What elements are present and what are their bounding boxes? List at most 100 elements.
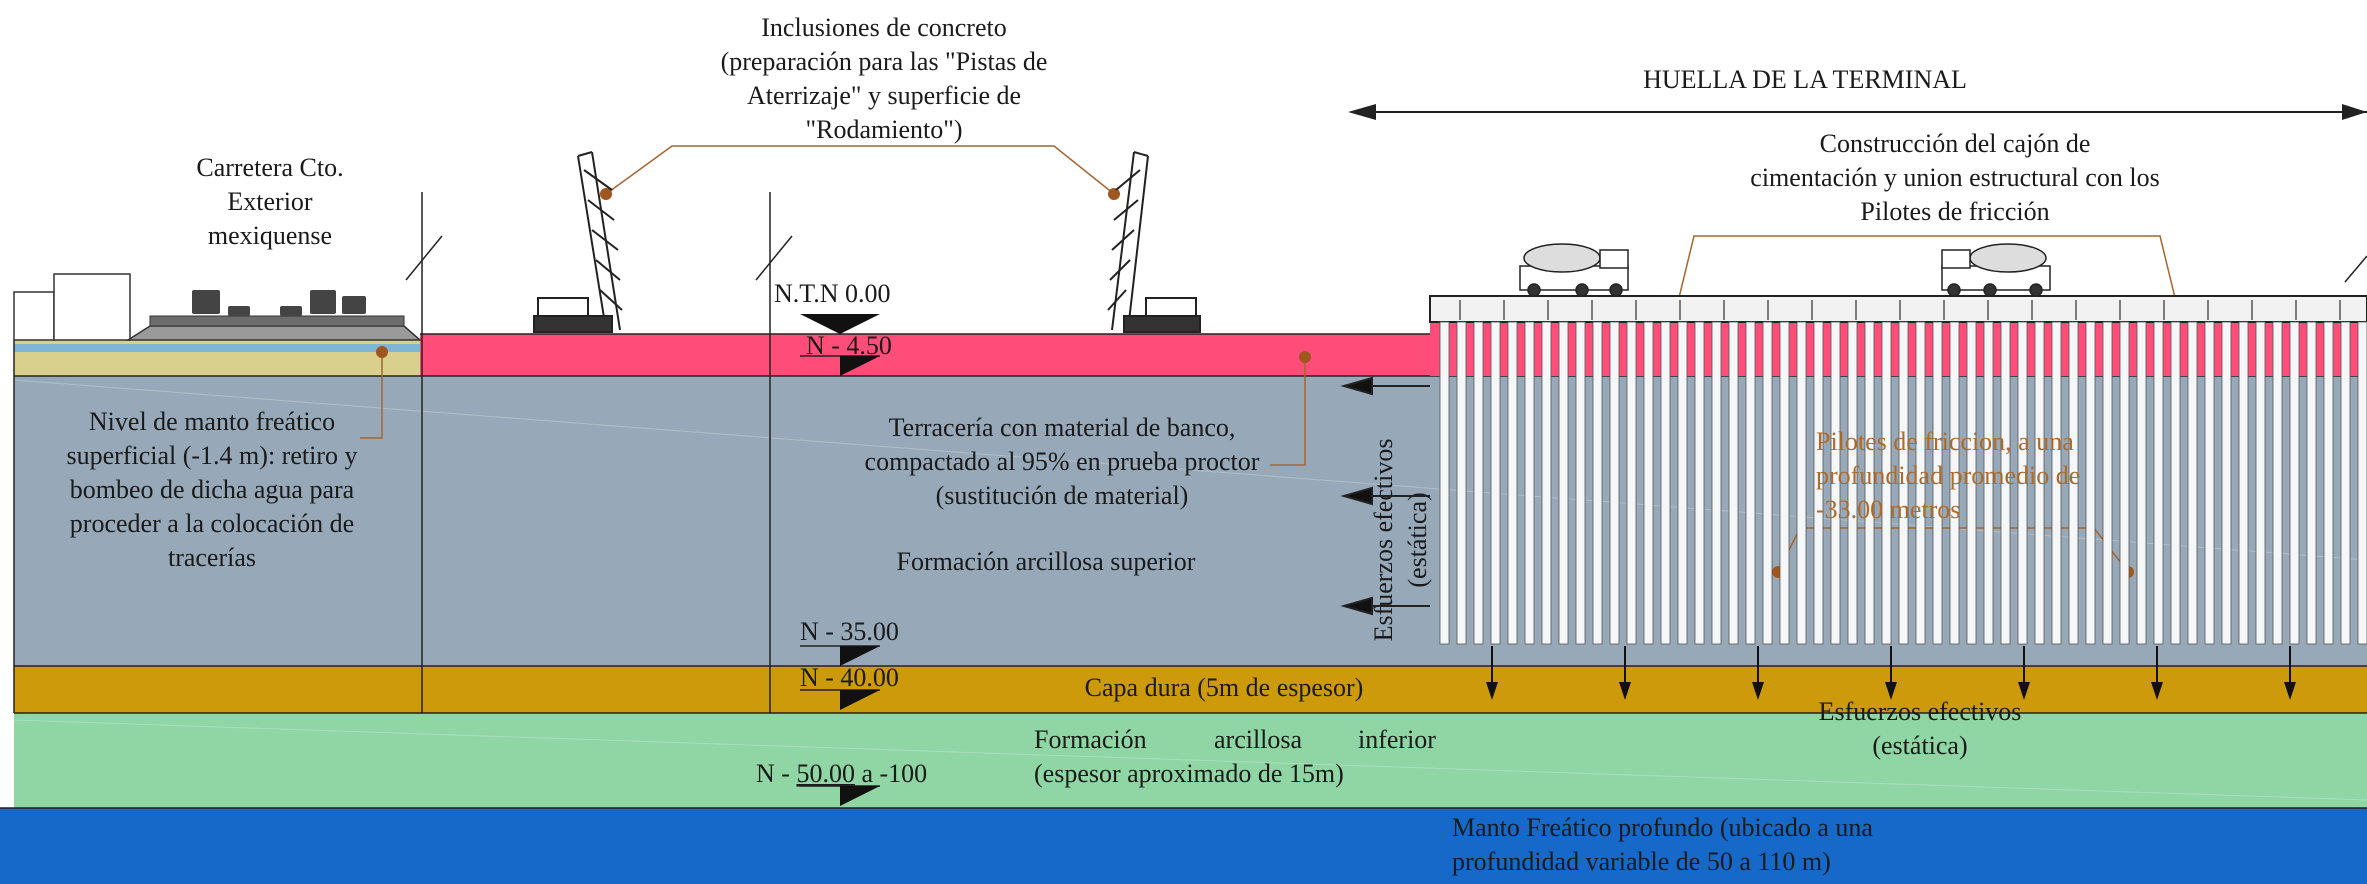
friction-pile bbox=[1796, 321, 1807, 645]
elevation-marker-icon bbox=[840, 356, 880, 376]
friction-pile bbox=[2187, 321, 2198, 645]
water-table-shallow-label: Nivel de manto freático superficial (-1.… bbox=[67, 407, 358, 572]
fill-leader bbox=[1270, 357, 1306, 466]
road-label: Carretera Cto. Exterior mexiquense bbox=[196, 153, 343, 250]
friction-pile bbox=[1983, 321, 1994, 645]
deep-water-line-2: profundidad variable de 50 a 110 m) bbox=[1452, 847, 1831, 876]
friction-pile bbox=[2136, 321, 2147, 645]
water-table-line-1: Nivel de manto freático bbox=[89, 407, 335, 436]
friction-pile bbox=[2034, 321, 2045, 645]
lower-clay-word-3: inferior bbox=[1358, 725, 1436, 754]
friction-pile bbox=[2272, 321, 2283, 645]
friction-pile bbox=[1966, 321, 1977, 645]
friction-pile bbox=[2306, 321, 2317, 645]
fill-layer bbox=[420, 334, 1430, 376]
friction-pile bbox=[1694, 321, 1705, 645]
lower-clay-label: Formación arcillosa inferior (espesor ap… bbox=[1034, 725, 1436, 788]
fill-line-2: compactado al 95% en prueba proctor bbox=[865, 447, 1260, 476]
friction-pile bbox=[1592, 321, 1603, 645]
friction-pile bbox=[1473, 321, 1484, 645]
friction-pile bbox=[1626, 321, 1637, 645]
n-450-label: N - 4.50 bbox=[806, 331, 892, 360]
friction-pile bbox=[2068, 321, 2079, 645]
friction-pile bbox=[1745, 321, 1756, 645]
friction-pile bbox=[2085, 321, 2096, 645]
friction-pile bbox=[2289, 321, 2300, 645]
inclusions-line-4: "Rodamiento") bbox=[806, 115, 963, 144]
fill-line-3: (sustitución de material) bbox=[936, 481, 1189, 510]
inclusions-line-2: (preparación para las "Pistas de bbox=[721, 47, 1048, 76]
friction-pile bbox=[1558, 321, 1569, 645]
n-3500-label: N - 35.00 bbox=[800, 617, 899, 646]
upper-clay-label: Formación arcillosa superior bbox=[897, 547, 1196, 576]
friction-pile bbox=[1524, 321, 1535, 645]
friction-pile bbox=[2357, 321, 2367, 645]
road-line-3: mexiquense bbox=[208, 221, 332, 250]
water-table-line-5: tracerías bbox=[168, 543, 256, 572]
friction-pile bbox=[1881, 321, 1892, 645]
drill-rig-icon bbox=[1107, 151, 1201, 333]
lower-clay-line-2: (espesor aproximado de 15m) bbox=[1034, 759, 1344, 788]
concrete-mixer-truck-icon bbox=[1941, 243, 2051, 297]
ntn-label: N.T.N 0.00 bbox=[774, 279, 891, 308]
lower-clay-layer bbox=[14, 713, 2367, 808]
effective-stress-side: Esfuerzos efectivos (estática) bbox=[1340, 376, 1432, 641]
friction-pile bbox=[2170, 321, 2181, 645]
friction-pile bbox=[1575, 321, 1586, 645]
piles-line-1: Pilotes de friccion, a una bbox=[1816, 427, 2074, 456]
water-table-line-3: bombeo de dicha agua para bbox=[70, 475, 355, 504]
friction-pile bbox=[2000, 321, 2011, 645]
friction-pile bbox=[1762, 321, 1773, 645]
terminal-footprint-dimension: HUELLA DE LA TERMINAL bbox=[1348, 65, 2367, 120]
friction-pile bbox=[1711, 321, 1722, 645]
n-4000-label: N - 40.00 bbox=[800, 663, 899, 692]
hard-layer-label: Capa dura (5m de espesor) bbox=[1085, 673, 1364, 702]
friction-pile bbox=[1660, 321, 1671, 645]
tip-stress-arrowhead bbox=[2151, 682, 2163, 700]
deep-water-label: Manto Freático profundo (ubicado a una p… bbox=[1452, 813, 1873, 876]
elevation-marker-icon bbox=[800, 314, 880, 334]
effective-stress-bottom-line-1: Esfuerzos efectivos bbox=[1819, 697, 2022, 726]
friction-pile bbox=[1847, 321, 1858, 645]
n-5000-prefix: N - bbox=[756, 759, 796, 788]
friction-pile bbox=[1813, 321, 1824, 645]
tip-stress-arrowhead bbox=[2284, 682, 2296, 700]
deep-water-table-layer bbox=[0, 808, 2367, 884]
n-5000-suffix: a -100 bbox=[855, 759, 927, 788]
tip-stress-arrowhead bbox=[2018, 682, 2030, 700]
friction-pile bbox=[1728, 321, 1739, 645]
elevation-marker-icon bbox=[840, 690, 880, 710]
friction-pile bbox=[1779, 321, 1790, 645]
fill-line-1: Terracería con material de banco, bbox=[889, 413, 1236, 442]
friction-pile bbox=[2323, 321, 2334, 645]
friction-pile bbox=[1643, 321, 1654, 645]
road-section bbox=[13, 273, 422, 341]
caisson-line-3: Pilotes de fricción bbox=[1860, 197, 2049, 226]
road-line-2: Exterior bbox=[227, 187, 313, 216]
section-break-lines bbox=[405, 192, 2367, 713]
friction-pile bbox=[2340, 321, 2351, 645]
effective-stress-bottom-label: Esfuerzos efectivos (estática) bbox=[1819, 697, 2022, 760]
tip-stress-arrowhead bbox=[1486, 682, 1498, 700]
friction-pile bbox=[1439, 321, 1450, 645]
building-icon bbox=[53, 273, 131, 341]
friction-piles bbox=[1439, 321, 2367, 645]
deep-water-line-1: Manto Freático profundo (ubicado a una bbox=[1452, 813, 1873, 842]
building-icon bbox=[13, 291, 55, 341]
friction-pile bbox=[2102, 321, 2113, 645]
friction-pile bbox=[2051, 321, 2062, 645]
friction-pile bbox=[1609, 321, 1620, 645]
caisson-line-2: cimentación y union estructural con los bbox=[1750, 163, 2159, 192]
friction-pile bbox=[1864, 321, 1875, 645]
friction-pile bbox=[1932, 321, 1943, 645]
inclusions-leader bbox=[605, 145, 1115, 195]
elevation-markers: N.T.N 0.00 N - 4.50 N - 35.00 N - 40.00 … bbox=[756, 279, 927, 806]
n-5000-number: 50.00 bbox=[796, 759, 855, 788]
friction-pile bbox=[2153, 321, 2164, 645]
friction-pile bbox=[1677, 321, 1688, 645]
tip-stress-arrowhead bbox=[1619, 682, 1631, 700]
friction-pile bbox=[1490, 321, 1501, 645]
road-line-1: Carretera Cto. bbox=[196, 153, 343, 182]
piles-label: Pilotes de friccion, a una profundidad p… bbox=[1816, 427, 2080, 524]
